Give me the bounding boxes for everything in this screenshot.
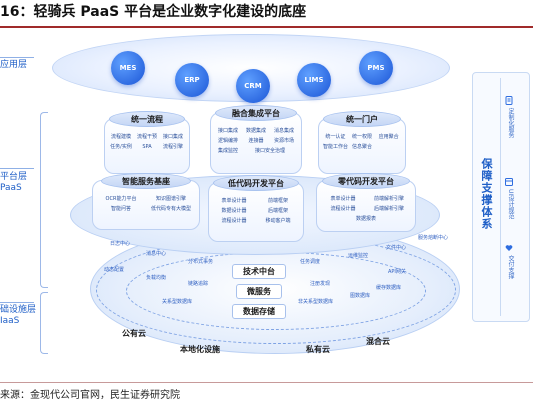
module-title: 统一门户 [323,111,401,127]
iaas-layer-label: 础设施层 IaaS [0,305,37,326]
orbit-item: 缓存数据库 [376,285,402,291]
module-zerocode-platform: 零代码开发平台 表单设计器 前端解析引擎 流程设计器 后端解析引擎 数据报表 [316,173,416,232]
module-item: 表单设计器 [330,196,356,202]
module-integration-platform: 融合集成平台 接口集成 数据集成 消息集成 逻辑编排 连接器 资源市场 集成监控… [210,105,302,174]
module-item: 移动客户端 [265,218,291,224]
module-item: 接口集成 [217,128,238,134]
app-layer-label: 应用层 [0,60,28,70]
infra-private-cloud: 私有云 [306,345,330,354]
app-bubble-mes: MES [111,51,145,85]
module-unified-portal: 统一门户 统一认证 统一权限 应用聚合 智能工作台 信息聚合 [318,111,406,174]
module-item: 流程设计器 [221,218,247,224]
module-item: SPA [142,144,152,150]
orbit-item: 日志中心 [110,241,131,247]
module-lowcode-platform: 低代码开发平台 表单设计器 前端框架 数据设计器 后端框架 流程设计器 移动客户… [208,175,304,242]
module-item: 接口安全治理 [254,148,285,154]
orbit-item: 运维监控 [348,253,369,259]
module-title: 统一流程 [109,111,185,127]
iaas-layer-dash [0,302,34,303]
ui-icon [505,178,513,189]
module-item: 应用聚合 [378,134,399,140]
module-item: 智能问答 [110,206,131,212]
module-item: 统一认证 [325,134,346,140]
tech-middle-platform-pill: 技术中台 [232,264,286,279]
paas-layer-label: 平台层 PaaS [0,172,28,193]
module-title: 零代码开发平台 [322,173,410,189]
doc-icon [505,96,513,108]
guarantee-item-delivery: 交付支撑 [507,255,514,279]
infra-hybrid-cloud: 混合云 [366,337,390,346]
module-item: 表单设计器 [221,198,247,204]
orbit-item: 图数据库 [350,293,371,299]
module-item: 集成监控 [217,148,238,154]
module-item: OCR能力平台 [105,196,137,202]
module-item: 逻辑编排 [217,138,238,144]
application-layer: MES ERP CRM LIMS PMS [52,34,450,103]
orbit-item: 分布式事务 [188,259,214,265]
module-item: 统一权限 [351,134,372,140]
module-item: 任务/实例 [110,144,132,150]
orbit-item: 任务调度 [300,259,321,265]
module-item: 前端框架 [267,198,288,204]
module-item: 低代码专有大模型 [150,206,191,212]
orbit-item: 消息中心 [146,251,167,257]
figure-source: 来源：金现代公司官网，民生证券研究院 [0,390,180,401]
app-layer-dash [0,57,34,58]
module-item: 前端解析引擎 [373,196,404,202]
guarantee-title: 保障支撑体系 [480,158,493,230]
module-item: 消息集成 [273,128,294,134]
module-item: 数据集成 [245,128,266,134]
guarantee-divider [500,78,501,316]
module-item: 流程干预 [136,134,157,140]
module-item: 流程引擎 [162,144,183,150]
paas-layer-dash [0,168,34,169]
module-item: 信息聚合 [351,144,372,150]
orbit-item: 服务熔断中心 [418,235,449,241]
guarantee-panel [472,72,530,322]
module-item: 后端解析引擎 [373,206,404,212]
heart-icon [505,244,513,255]
module-item: 流程建模 [110,134,131,140]
orbit-item: 注册发现 [310,281,331,287]
module-title: 融合集成平台 [215,105,297,121]
module-item: 接口集成 [162,134,183,140]
app-bubble-erp: ERP [175,63,209,97]
guarantee-item-ui: UI设计规范 [507,189,514,220]
infra-local-facility: 本地化设施 [180,345,220,354]
module-title: 智能服务基座 [101,173,191,189]
orbit-item: 负载均衡 [146,275,167,281]
app-bubble-pms: PMS [359,51,393,85]
app-bubble-crm: CRM [236,69,270,103]
paas-bracket [40,112,48,288]
iaas-bracket [40,292,48,354]
title-divider [0,26,533,28]
microservice-pill: 微服务 [236,284,282,299]
module-item: 后端框架 [267,208,288,214]
module-title: 低代码开发平台 [213,175,299,191]
guarantee-item-custom: 定制化服务 [507,108,514,138]
module-item: 数据报表 [355,216,376,222]
orbit-item: 文件中心 [386,245,407,251]
module-item: 连接器 [248,138,264,144]
module-item: 智能工作台 [323,144,348,150]
module-item: 知识图谱引擎 [155,196,186,202]
module-unified-flow: 统一流程 流程建模 流程干预 接口集成 任务/实例 SPA 流程引擎 [104,111,190,174]
module-item: 数据设计器 [221,208,247,214]
infra-public-cloud: 公有云 [122,329,146,338]
orbit-item: API网关 [388,269,406,275]
app-bubble-lims: LIMS [297,63,331,97]
orbit-item: 非关系型数据库 [298,299,334,305]
module-item: 资源市场 [273,138,294,144]
orbit-item: 关系型数据库 [162,299,193,305]
source-divider [0,382,533,383]
orbit-item: 动态配置 [104,267,125,273]
module-item: 流程设计器 [330,206,356,212]
data-storage-pill: 数据存储 [232,304,286,319]
orbit-item: 链路追踪 [188,281,209,287]
module-ai-service-base: 智能服务基座 OCR能力平台 知识图谱引擎 智能问答 低代码专有大模型 [92,173,200,230]
figure-title: 16：轻骑兵 PaaS 平台是企业数字化建设的底座 [0,4,307,20]
